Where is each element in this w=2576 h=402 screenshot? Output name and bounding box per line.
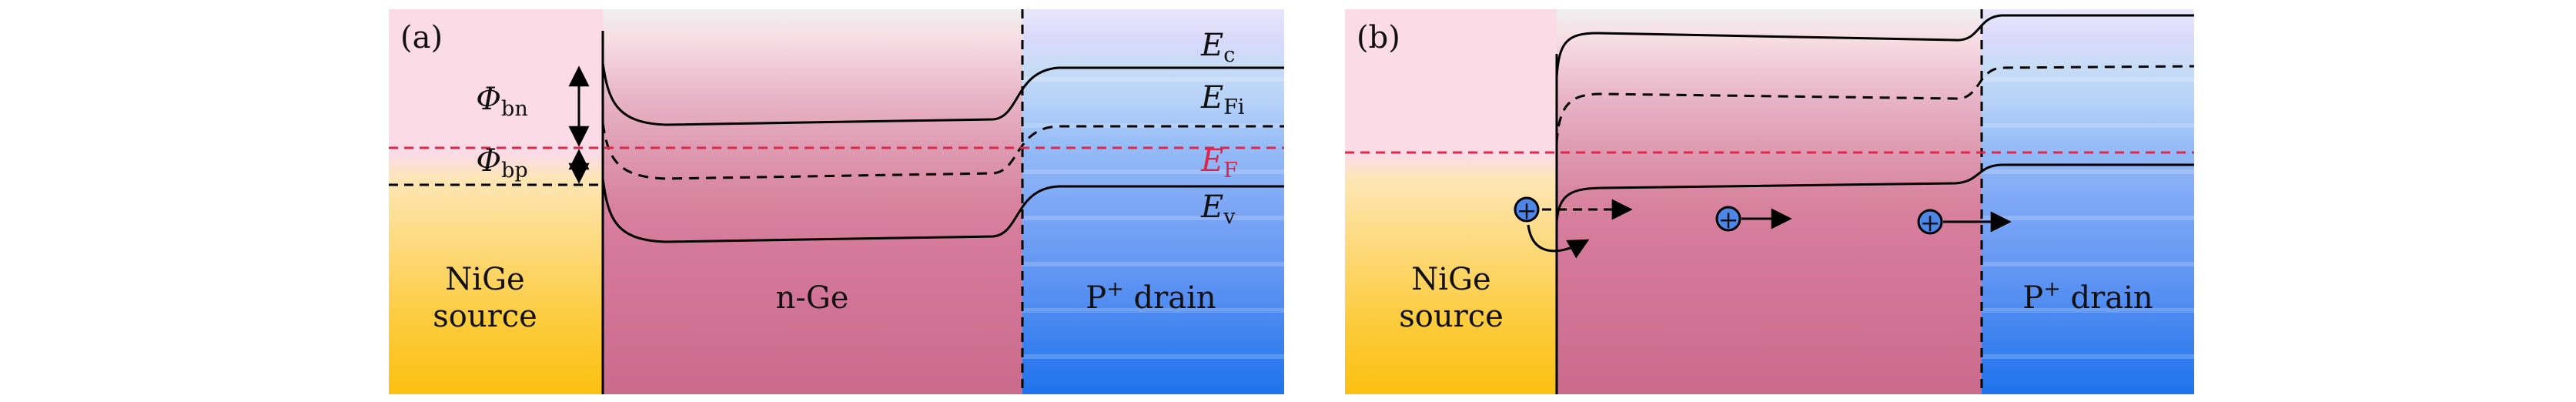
drain-label-b: P+ drain (2022, 277, 2153, 316)
intrinsic-level-a (601, 122, 1284, 180)
panel-b-tag: (b) (1357, 20, 1400, 55)
hole-3: + (1917, 208, 1943, 237)
conduction-band-b (1555, 14, 2194, 78)
p-drain-region-b (1982, 9, 2194, 394)
ev-label: Ev (1200, 189, 1236, 229)
panel-a: (a) Φbn Φbp Ec EFi EF Ev NiGe source n-G… (389, 9, 1284, 394)
phi-bp-label: Φbp (476, 143, 527, 183)
channel-label: n-Ge (776, 280, 849, 316)
intrinsic-level-b (1555, 65, 2195, 144)
hole-1: + (1514, 196, 1540, 225)
svg-text:+: + (1718, 205, 1739, 234)
source-label-a-line1: NiGe (445, 262, 524, 297)
drain-banding-b (1982, 77, 2194, 359)
source-label-b-line1: NiGe (1411, 262, 1490, 297)
svg-text:+: + (1920, 208, 1941, 237)
p-drain-region-a (1022, 9, 1284, 394)
thermionic-arrow-curved (1527, 224, 1590, 259)
ge-channel-region-b (1557, 9, 1982, 394)
conduction-band-a (601, 62, 1284, 126)
drain-label-a: P+ drain (1086, 277, 1216, 316)
phi-bn-label: Φbn (476, 82, 527, 121)
source-label-a-line2: source (433, 299, 537, 334)
source-label-b-line2: source (1399, 299, 1504, 334)
ef-label: EF (1200, 143, 1238, 183)
panel-a-tag: (a) (400, 20, 443, 55)
valence-band-b (1555, 163, 2194, 223)
valence-band-a (601, 178, 1284, 243)
panel-b: + + + (b) NiGe source P+ drain (1345, 9, 2195, 394)
n-ge-channel-region (603, 9, 1022, 394)
efi-label: EFi (1200, 80, 1245, 119)
ec-label: Ec (1200, 28, 1235, 67)
metal-source-region-a (389, 9, 603, 394)
svg-text:+: + (1517, 196, 1537, 225)
hole-2: + (1715, 205, 1741, 234)
